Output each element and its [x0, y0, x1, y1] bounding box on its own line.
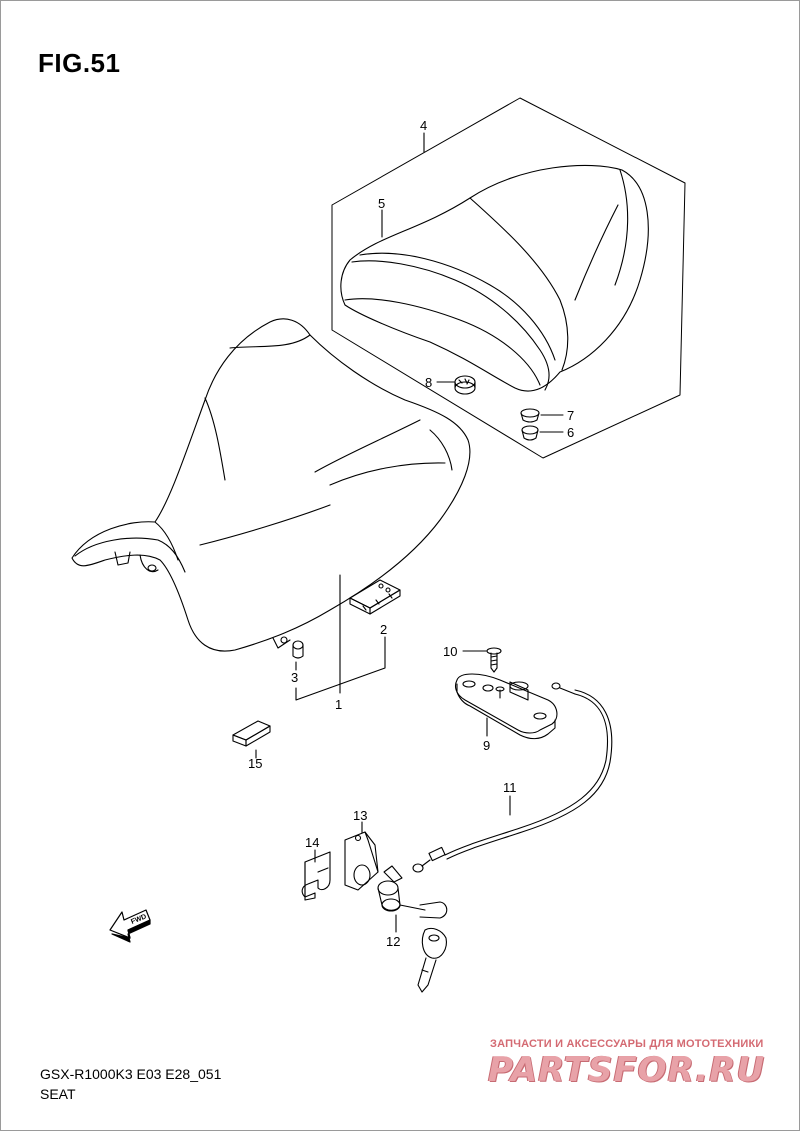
seat-clip-part-2 [349, 579, 401, 615]
callout-5: 5 [378, 196, 385, 211]
callout-10: 10 [443, 644, 457, 659]
callout-4: 4 [420, 118, 427, 133]
cable-part-11 [412, 682, 613, 873]
damper-part-3 [292, 640, 304, 659]
lock-base-part-9 [455, 673, 558, 740]
callout-2: 2 [380, 622, 387, 637]
bracket-part-13 [344, 831, 379, 891]
callout-6: 6 [567, 425, 574, 440]
grommet-part-8 [436, 375, 476, 395]
main-seat [71, 318, 471, 652]
strap-part-15 [232, 720, 271, 747]
callout-13: 13 [353, 808, 367, 823]
callout-8: 8 [425, 375, 432, 390]
cushion-part-6 [521, 425, 564, 441]
cushion-part-7 [520, 408, 564, 423]
callout-7: 7 [567, 408, 574, 423]
screw-part-10 [462, 647, 502, 673]
callout-9: 9 [483, 738, 490, 753]
part-4-group-box [331, 97, 686, 459]
callout-15: 15 [248, 756, 262, 771]
rear-seat-pad [340, 164, 649, 392]
watermark-logo: PARTSFOR.RU [488, 1050, 766, 1090]
callout-14: 14 [305, 835, 319, 850]
callout-12: 12 [386, 934, 400, 949]
callout-3: 3 [291, 670, 298, 685]
model-code: GSX-R1000K3 E03 E28_051 [40, 1066, 222, 1082]
callout-1: 1 [335, 697, 342, 712]
lock-cylinder-part-12 [377, 865, 448, 919]
key [417, 927, 447, 993]
watermark-subtitle: ЗАПЧАСТИ И АКСЕССУАРЫ ДЛЯ МОТОТЕХНИКИ [490, 1038, 764, 1050]
model-name: SEAT [40, 1086, 76, 1102]
figure-title: FIG.51 [38, 48, 121, 78]
fwd-arrow-icon [109, 909, 151, 943]
callout-11: 11 [503, 780, 517, 795]
clip-part-14 [301, 851, 331, 901]
